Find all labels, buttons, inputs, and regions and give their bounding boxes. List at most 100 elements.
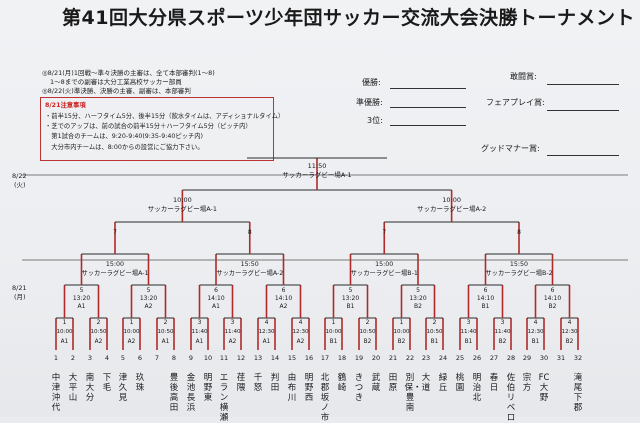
r1-number: 3	[198, 319, 202, 326]
seed-number: 9	[189, 354, 193, 362]
seed-number: 10	[204, 354, 212, 362]
r2-number: 6	[484, 287, 488, 294]
r1-number: 1	[130, 319, 134, 326]
notice-line-3: 第1試合のチームは、9:20-9:40(9:35-9:40ピッチ内)	[45, 133, 203, 140]
seed-number: 7	[155, 354, 159, 362]
notice-line-1: ・前半15分、ハーフタイム5分、後半15分（飲水タイムは、アディショナルタイム）	[45, 113, 285, 120]
r1-number: 1	[400, 319, 404, 326]
r1-court: A1	[263, 339, 271, 345]
seed-number: 19	[355, 354, 363, 362]
underline	[390, 125, 466, 126]
seed-number: 21	[389, 354, 397, 362]
team-name: 金池長浜	[186, 373, 196, 413]
semi-time: 10:00	[173, 196, 192, 204]
seed-number: 32	[574, 354, 582, 362]
seed-number: 17	[321, 354, 329, 362]
r2-court: B1	[482, 303, 490, 310]
r1-court: B2	[566, 339, 574, 345]
team-name: 千怒	[253, 373, 263, 393]
team-name: 荏隈	[236, 373, 246, 393]
note-line-2: 1～8までの副審は大分工業高校サッカー部員	[50, 78, 182, 86]
qf-number: 8	[248, 229, 252, 236]
team-name: 武蔵	[371, 373, 381, 393]
r2-time: 14:10	[477, 295, 494, 302]
award-champion: 優勝:	[362, 78, 381, 87]
r2-number: 6	[282, 287, 286, 294]
semi-venue: サッカーラグビー場A-2	[417, 204, 486, 213]
seed-number: 23	[422, 354, 430, 362]
note-line-3: ◎8/22(火)準決勝、決勝の主審、副審は、本部審判	[42, 87, 191, 95]
r1-time: 10:50	[90, 329, 107, 335]
date-day2: 8/22	[12, 172, 27, 180]
qf-time: 15:00	[375, 261, 393, 268]
seed-number: 22	[406, 354, 414, 362]
notice-box: 8/21注意事項 ・前半15分、ハーフタイム5分、後半15分（飲水タイムは、アデ…	[40, 97, 284, 161]
r1-number: 2	[164, 319, 168, 326]
r1-court: A2	[297, 339, 305, 345]
r2-time: 13:20	[73, 295, 90, 302]
seed-number: 6	[138, 354, 142, 362]
final-time: 11:50	[308, 162, 327, 170]
r1-number: 4	[568, 319, 572, 326]
r1-number: 4	[265, 319, 269, 326]
r2-court: A2	[145, 303, 153, 310]
team-name: 別保・豊南	[404, 373, 422, 413]
team-name: 鶴崎	[337, 373, 347, 393]
r1-court: B2	[499, 339, 507, 345]
r1-time: 12:30	[561, 329, 578, 335]
r1-time: 10:00	[123, 329, 140, 335]
seed-number: 31	[557, 354, 565, 362]
underline	[547, 84, 619, 85]
team-name: 明野西	[304, 373, 314, 403]
r1-time: 10:00	[393, 329, 410, 335]
r1-court: B1	[465, 339, 473, 345]
qf-time: 15:50	[241, 261, 259, 268]
qf-number: 7	[113, 229, 117, 236]
r2-number: 5	[80, 287, 84, 294]
semi-venue: サッカーラグビー場A-1	[148, 204, 217, 213]
team-name: 南大分	[85, 373, 95, 403]
team-name: 中津沖代	[51, 373, 61, 413]
seed-number: 12	[237, 354, 245, 362]
r2-court: A1	[212, 303, 220, 310]
seed-number: 16	[305, 354, 313, 362]
seed-number: 15	[288, 354, 296, 362]
seed-number: 26	[473, 354, 481, 362]
qf-venue: サッカーラグビー場A-2	[216, 268, 283, 277]
award-good-manner: グッドマナー賞:	[481, 144, 540, 153]
r2-time: 14:10	[275, 295, 292, 302]
r2-court: A1	[78, 303, 86, 310]
r2-time: 13:20	[409, 295, 426, 302]
qf-venue: サッカーラグビー場B-1	[351, 268, 418, 277]
r2-number: 6	[214, 287, 218, 294]
date-day2-weekday: (火)	[14, 181, 26, 189]
seed-number: 1	[54, 354, 58, 362]
seed-number: 24	[439, 354, 447, 362]
r1-number: 4	[534, 319, 538, 326]
r1-number: 2	[433, 319, 437, 326]
r1-time: 10:50	[157, 329, 174, 335]
semi-time: 10:00	[442, 196, 461, 204]
team-name: 玖珠	[135, 373, 145, 393]
r1-court: B2	[364, 339, 372, 345]
final-venue: サッカーラグビー場A-1	[282, 170, 351, 179]
team-name: 大道	[421, 373, 431, 393]
r1-court: A1	[196, 339, 204, 345]
r2-court: B2	[414, 303, 422, 310]
team-name: 春日	[489, 373, 499, 393]
r2-court: B1	[347, 303, 355, 310]
award-runner-up: 準優勝:	[356, 98, 383, 107]
r1-number: 1	[63, 319, 67, 326]
r1-court: B1	[330, 339, 338, 345]
page-title: 第41回大分県スポーツ少年団サッカー交流大会決勝トーナメント	[62, 7, 636, 29]
r1-time: 10:00	[56, 329, 73, 335]
qf-venue: サッカーラグビー場A-1	[81, 268, 148, 277]
r1-number: 3	[467, 319, 471, 326]
seed-number: 5	[121, 354, 125, 362]
seed-number: 25	[456, 354, 464, 362]
underline	[390, 107, 466, 108]
r1-time: 11:40	[224, 329, 241, 335]
award-third: 3位:	[367, 116, 383, 125]
